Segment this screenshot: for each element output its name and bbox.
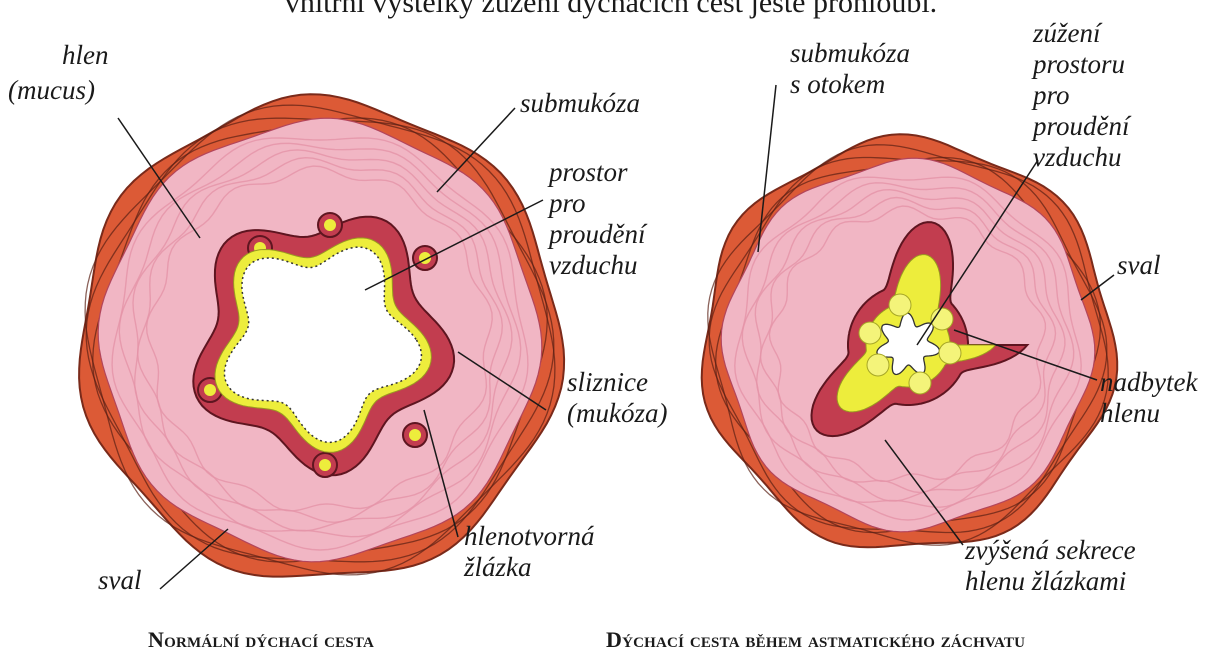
label-nadbytek-line2: hlenu — [1100, 398, 1197, 429]
label-prostor-line2: pro — [549, 188, 646, 219]
label-zuzeni-line4: proudění — [1033, 111, 1130, 142]
label-sliznice-line1: sliznice — [567, 367, 667, 398]
label-prostor-line3: proudění — [549, 219, 646, 250]
caption-normal-airway: Normální dýchací cesta — [148, 627, 374, 653]
label-nadbytek-line1: nadbytek — [1100, 367, 1197, 398]
caption-asthmatic-airway: Dýchací cesta během astmatického záchvat… — [606, 627, 1025, 653]
label-zlazka-line2: žlázka — [464, 552, 594, 583]
label-zuzeni-line2: prostoru — [1033, 49, 1130, 80]
label-sval-left: sval — [98, 565, 142, 596]
top-caption: vnitřní výstelky zúžení dýchacích cest j… — [0, 0, 1222, 20]
label-zlazka-line1: hlenotvorná — [464, 521, 594, 552]
label-sekrece: zvýšená sekrece hlenu žlázkami — [965, 535, 1136, 597]
mucus-droplet — [859, 322, 881, 344]
label-submukoza-otok-line1: submukóza — [790, 38, 910, 69]
label-nadbytek: nadbytek hlenu — [1100, 367, 1197, 429]
label-sliznice: sliznice (mukóza) — [567, 367, 667, 429]
mucus-droplet — [867, 354, 889, 376]
label-sval-right: sval — [1117, 250, 1161, 281]
label-zuzeni-line1: zúžení — [1033, 18, 1130, 49]
label-submukoza-otok: submukóza s otokem — [790, 38, 910, 100]
gland-mucus — [204, 384, 216, 396]
label-sekrece-line1: zvýšená sekrece — [965, 535, 1136, 566]
label-prostor-line4: vzduchu — [549, 250, 646, 281]
label-submukoza: submukóza — [520, 88, 640, 119]
mucus-droplet — [909, 372, 931, 394]
label-submukoza-otok-line2: s otokem — [790, 69, 910, 100]
label-zuzeni-line5: vzduchu — [1033, 142, 1130, 173]
label-zuzeni-line3: pro — [1033, 80, 1130, 111]
mucus-droplet — [939, 342, 961, 364]
label-zlazka: hlenotvorná žlázka — [464, 521, 594, 583]
gland-mucus — [324, 219, 336, 231]
label-hlen: hlen — [62, 40, 109, 71]
label-sekrece-line2: hlenu žlázkami — [965, 566, 1136, 597]
label-mucus: (mucus) — [8, 75, 95, 106]
label-sliznice-line2: (mukóza) — [567, 398, 667, 429]
gland-mucus — [409, 429, 421, 441]
label-prostor: prostor pro proudění vzduchu — [549, 157, 646, 281]
label-zuzeni: zúžení prostoru pro proudění vzduchu — [1033, 18, 1130, 173]
gland-mucus — [319, 459, 331, 471]
label-prostor-line1: prostor — [549, 157, 646, 188]
mucus-droplet — [889, 294, 911, 316]
